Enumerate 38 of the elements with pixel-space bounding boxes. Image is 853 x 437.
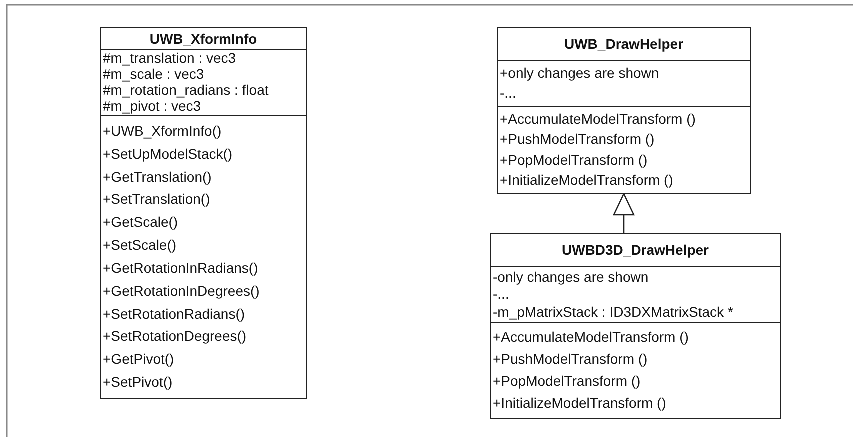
inheritance-arrow xyxy=(613,193,635,233)
operation-text: +AccumulateModelTransform () xyxy=(493,329,689,345)
operation-text: +PopModelTransform () xyxy=(500,152,648,168)
operation-text: +GetScale() xyxy=(103,214,178,230)
attribute-text: #m_pivot : vec3 xyxy=(103,98,202,114)
operation-text: +PushModelTransform () xyxy=(493,351,648,367)
operation-text: +GetRotationInRadians() xyxy=(103,260,258,276)
class-name: UWB_XformInfo xyxy=(150,30,258,46)
operation-text: +PopModelTransform () xyxy=(493,373,641,389)
attribute-text: -... xyxy=(493,286,510,302)
operation-text: +SetScale() xyxy=(103,237,177,254)
class-box xyxy=(100,27,307,399)
operation-text: +AccumulateModelTransform () xyxy=(500,111,696,128)
attribute-text: -m_pMatrixStack : ID3DXMatrixStack * xyxy=(493,304,734,320)
attribute-text: #m_rotation_radians : float xyxy=(103,82,269,98)
attribute-text: -only changes are shown xyxy=(493,268,649,284)
attribute-text: +only changes are shown xyxy=(500,65,660,81)
operation-text: +SetRotationDegrees() xyxy=(103,328,247,344)
attribute-text: -... xyxy=(500,85,516,101)
operation-text: +GetTranslation() xyxy=(103,168,212,185)
operation-text: +InitializeModelTransform () xyxy=(493,395,666,411)
operation-text: +SetPivot() xyxy=(103,374,173,390)
operation-text: +InitializeModelTransform () xyxy=(500,172,674,188)
attribute-compartment xyxy=(101,49,306,115)
operation-text: +SetRotationRadians() xyxy=(103,306,246,322)
class-box xyxy=(497,27,751,194)
operation-text: +GetRotationInDegrees() xyxy=(103,282,260,299)
operation-text: +PushModelTransform () xyxy=(500,131,655,148)
class-name: UWB_DrawHelper xyxy=(564,36,684,52)
attribute-text: #m_scale : vec3 xyxy=(103,66,204,82)
class-box xyxy=(490,233,781,419)
operation-text: +SetUpModelStack() xyxy=(103,146,233,162)
operation-text: +GetPivot() xyxy=(103,351,174,368)
operation-text: +SetTranslation() xyxy=(103,191,210,208)
operation-text: +UWB_XformInfo() xyxy=(103,122,222,139)
attribute-compartment xyxy=(491,266,780,322)
attribute-text: #m_translation : vec3 xyxy=(103,50,236,66)
class-name: UWBD3D_DrawHelper xyxy=(562,242,710,258)
